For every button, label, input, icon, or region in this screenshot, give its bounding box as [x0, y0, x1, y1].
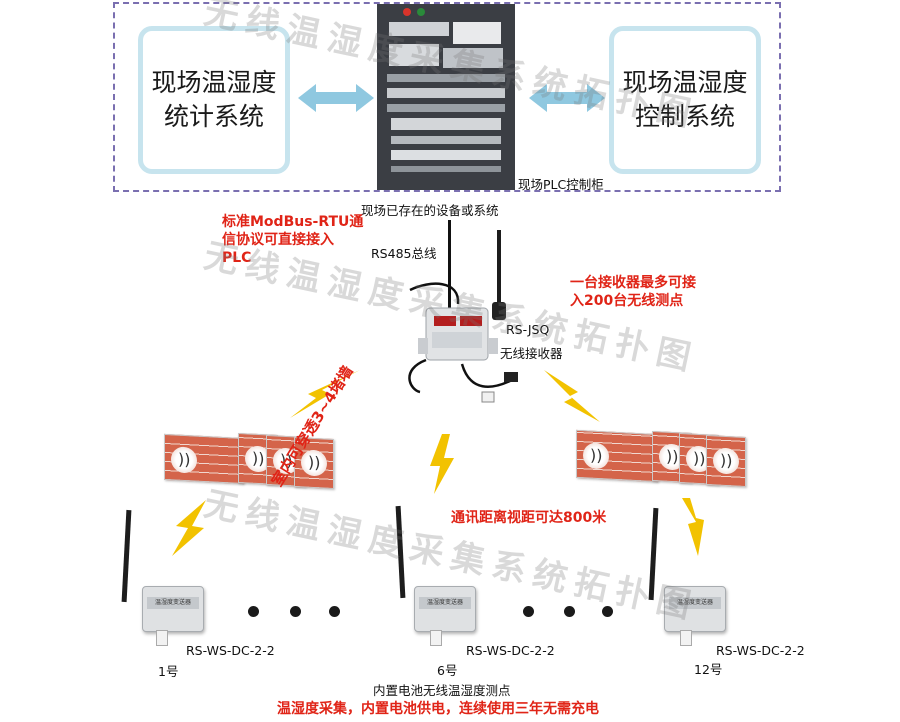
footer-note: 温湿度采集，内置电池供电，连续使用三年无需充电: [277, 701, 599, 717]
receiver-name: 无线接收器: [500, 346, 563, 361]
receiver-antenna-icon: [497, 230, 501, 308]
lightning-bolt-icon: [290, 370, 360, 418]
statistics-system-box: 现场温湿度 统计系统: [138, 26, 290, 174]
rs485-label: RS485总线: [371, 246, 437, 261]
control-system-box: 现场温湿度 控制系统: [609, 26, 761, 174]
ellipsis-dot: [329, 606, 340, 617]
ellipsis-dot: [602, 606, 613, 617]
lightning-bolt-icon: [544, 370, 600, 422]
sensor-device-1: 温湿度变送器: [142, 586, 204, 632]
sensor-6-number: 6号: [437, 663, 458, 678]
brick-wall-icon: )): [164, 433, 244, 485]
existing-system-label: 现场已存在的设备或系统: [361, 203, 499, 218]
ellipsis-dot: [248, 606, 259, 617]
lightning-bolt-icon: [682, 498, 704, 556]
sensor-device-12: 温湿度变送器: [664, 586, 726, 632]
ellipsis-dot: [564, 606, 575, 617]
lightning-bolt-icon: [172, 500, 206, 556]
receiver-model: RS-JSQ: [506, 322, 550, 337]
sensor-12-number: 12号: [694, 662, 723, 677]
sensor-1-model: RS-WS-DC-2-2: [186, 643, 275, 658]
lightning-bolt-icon: [430, 434, 454, 494]
wireless-receiver-device: [408, 282, 518, 403]
right-double-arrow-icon: [529, 84, 605, 112]
sensor-12-model: RS-WS-DC-2-2: [716, 643, 805, 658]
sensor-6-model: RS-WS-DC-2-2: [466, 643, 555, 658]
brick-wall-icon: )): [576, 429, 658, 483]
brick-wall-icon: )): [706, 434, 746, 488]
cabinet-label: 现场PLC控制柜: [518, 177, 604, 192]
plc-cabinet-image: [377, 4, 515, 190]
sensor-device-6: 温湿度变送器: [414, 586, 476, 632]
rs485-bus-line: [448, 220, 451, 310]
sensor-1-number: 1号: [158, 664, 179, 679]
sensor-caption: 内置电池无线温湿度测点: [373, 683, 511, 698]
capacity-note: 一台接收器最多可接 入200台无线测点: [570, 275, 696, 309]
ellipsis-dot: [290, 606, 301, 617]
sensor-antenna-icon: [121, 509, 132, 603]
sensor-probe: [156, 630, 168, 646]
antenna-base: [492, 302, 506, 320]
modbus-note: 标准ModBus-RTU通 信协议可直接接入 PLC: [222, 214, 364, 266]
existing-system-frame: [113, 2, 781, 192]
distance-note: 通讯距离视距可达800米: [451, 510, 607, 526]
sensor-probe: [430, 630, 442, 646]
ellipsis-dot: [523, 606, 534, 617]
sensor-probe: [680, 630, 692, 646]
left-double-arrow-icon: [298, 84, 374, 112]
